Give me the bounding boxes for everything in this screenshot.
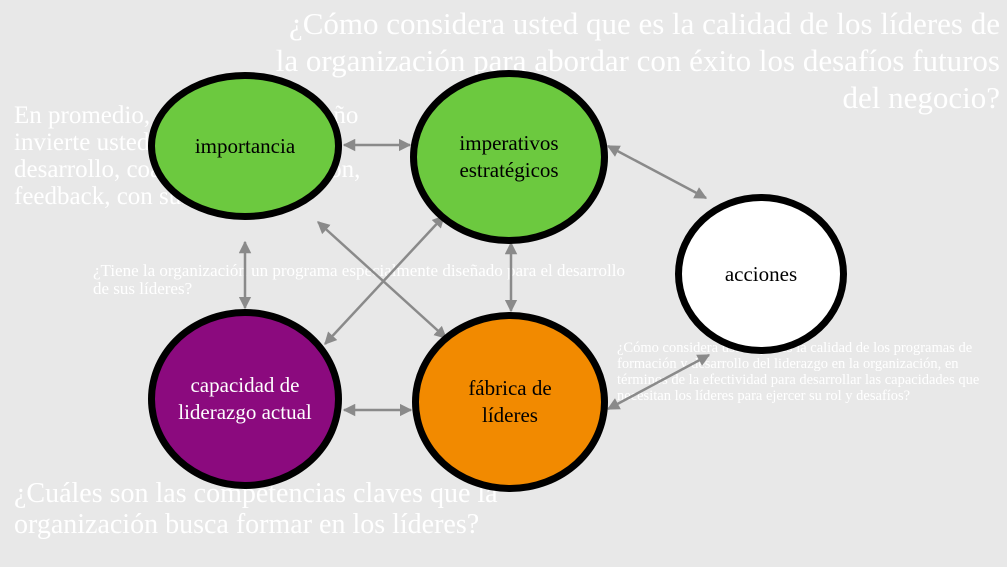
node-acciones-label: acciones: [724, 261, 798, 286]
connector-imperativos-capacidad: [324, 215, 445, 345]
node-imperativos-estrategicos: imperativos estratégicos: [410, 70, 608, 244]
connector-imperativos-acciones: [606, 144, 708, 200]
node-importancia: importancia: [148, 72, 342, 220]
node-fabrica-label: fábrica de líderes: [468, 376, 552, 427]
node-capacidad-liderazgo: capacidad de liderazgo actual: [148, 309, 342, 489]
question-leader-quality: ¿Cómo considera usted que es la calidad …: [275, 6, 1000, 115]
node-fabrica-lideres: fábrica de líderes: [412, 312, 608, 492]
node-capacidad-label: capacidad de liderazgo actual: [178, 373, 312, 424]
node-acciones: acciones: [675, 194, 847, 354]
node-importancia-label: importancia: [194, 133, 296, 158]
connector-fabrica-acciones: [606, 353, 711, 411]
connector-importancia-fabrica: [317, 221, 447, 339]
node-imperativos-label: imperativos estratégicos: [459, 131, 559, 182]
